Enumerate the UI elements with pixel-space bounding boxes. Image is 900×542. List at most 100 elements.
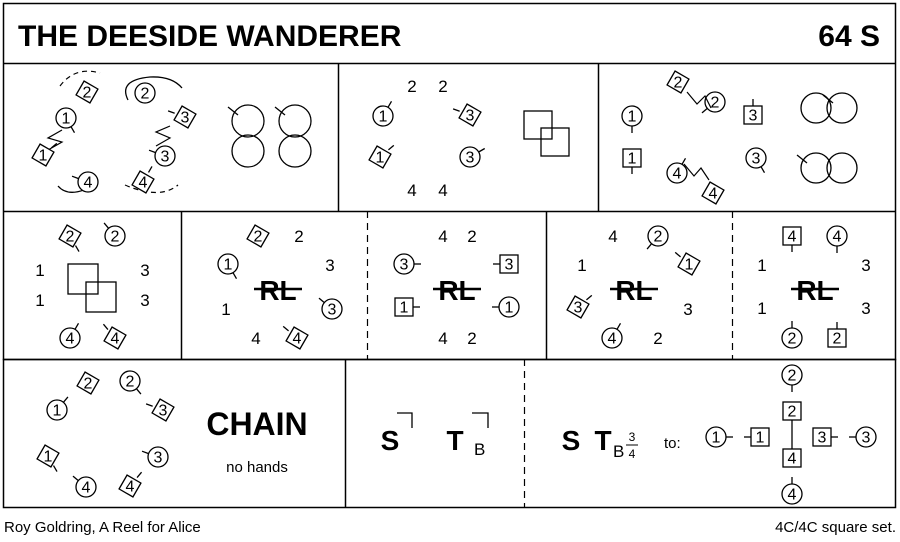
woman-dancer-circle <box>321 298 343 320</box>
dancer-number: 2 <box>674 75 683 92</box>
dancer-number: 2 <box>126 374 135 391</box>
turn-label: T <box>446 425 463 456</box>
dancer-number: 3 <box>683 300 692 319</box>
dancer-number: 2 <box>788 368 797 385</box>
facing-tick <box>282 325 289 332</box>
track-tick <box>274 106 286 116</box>
man-dancer-square-turned <box>151 398 175 422</box>
dancer-number: 1 <box>35 261 44 280</box>
dancer-number: 4 <box>438 227 447 246</box>
track-tick <box>227 106 239 116</box>
dancer-number: 3 <box>328 302 337 319</box>
track-loop <box>826 152 858 184</box>
facing-tick <box>167 110 175 114</box>
man-dancer-square-turned <box>58 224 82 248</box>
panel-reel-bars-1-8 <box>46 70 183 194</box>
dancer-number: 3 <box>154 450 163 467</box>
man-dancer-square-turned <box>368 145 392 169</box>
woman-dancer-circle <box>104 225 126 247</box>
dancer-number: 4 <box>438 329 447 348</box>
man-dancer-square-turned <box>131 170 155 194</box>
facing-tick <box>318 297 325 304</box>
dancer-number: 1 <box>224 257 233 274</box>
track-loop <box>231 104 265 138</box>
dancer-number: 3 <box>466 150 475 167</box>
dancer-number: 3 <box>505 257 514 274</box>
track-square <box>85 281 117 313</box>
zigzag-track <box>46 129 64 151</box>
man-dancer-square-turned <box>458 103 482 127</box>
dancer-number: 1 <box>35 291 44 310</box>
woman-dancer-circle <box>666 162 688 184</box>
dancer-number: 4 <box>833 229 842 246</box>
dancer-number: 2 <box>788 404 797 421</box>
zigzag-track <box>686 91 712 109</box>
facing-tick <box>387 100 393 108</box>
man-dancer-square-turned <box>677 252 701 276</box>
facing-tick <box>148 149 156 154</box>
facing-tick <box>74 245 80 252</box>
track-loop <box>278 134 312 168</box>
facing-tick <box>136 471 143 478</box>
dancer-number: 2 <box>711 95 720 112</box>
woman-dancer-circle <box>147 446 169 468</box>
dancer-number: 3 <box>400 257 409 274</box>
facing-tick <box>102 323 109 330</box>
dancer-number: 1 <box>712 430 721 447</box>
both-hands-label: B <box>474 440 485 459</box>
dancer-number: 2 <box>66 229 75 246</box>
dancer-number: 1 <box>44 449 53 466</box>
track-loop <box>231 134 265 168</box>
dancer-number: 2 <box>788 331 797 348</box>
rl-label: RL <box>615 275 652 306</box>
dancer-number: 4 <box>66 331 75 348</box>
track-square <box>540 127 570 157</box>
facing-tick <box>616 322 622 330</box>
dancer-number: 3 <box>749 108 758 125</box>
man-dancer-square-turned <box>701 181 725 205</box>
dancer-number: 2 <box>84 376 93 393</box>
dancer-number: 1 <box>685 257 694 274</box>
woman-dancer-circle <box>217 253 239 275</box>
dancer-number: 3 <box>466 108 475 125</box>
facing-tick <box>141 450 149 455</box>
dancer-number: 4 <box>608 331 617 348</box>
track-loop <box>826 92 858 124</box>
chain-note: no hands <box>226 459 288 476</box>
man-dancer-square-turned <box>666 70 690 94</box>
dancer-number: 1 <box>379 109 388 126</box>
dancer-number: 3 <box>140 261 149 280</box>
dancer-number: 4 <box>673 166 682 183</box>
man-dancer-square-turned <box>285 326 309 350</box>
dancer-number: 2 <box>254 229 263 246</box>
corner-mark <box>472 412 489 428</box>
man-dancer-square-turned <box>173 105 197 129</box>
woman-dancer-circle <box>77 171 99 193</box>
dancer-number: 1 <box>221 300 230 319</box>
rl-label: RL <box>259 275 296 306</box>
footer-set-type: 4C/4C square set. <box>775 519 896 536</box>
chain-label: CHAIN <box>206 406 307 442</box>
zigzag-track <box>154 125 172 147</box>
facing-tick <box>147 166 153 173</box>
dancer-number: 4 <box>82 480 91 497</box>
woman-dancer-circle <box>59 327 81 349</box>
facing-tick <box>74 322 80 330</box>
zigzag-track <box>683 163 710 181</box>
facing-tick <box>135 388 142 395</box>
woman-dancer-circle <box>119 370 141 392</box>
dancer-number: 4 <box>438 181 447 200</box>
rl-label: RL <box>796 275 833 306</box>
facing-tick <box>681 157 687 165</box>
dancer-number: 2 <box>111 229 120 246</box>
dancer-number: 1 <box>577 256 586 275</box>
bottom-row-frame <box>2 358 897 509</box>
man-dancer-square-turned <box>566 295 590 319</box>
dancer-number: 4 <box>788 229 797 246</box>
corner-mark <box>397 412 413 428</box>
dancer-number: 1 <box>757 256 766 275</box>
woman-dancer-circle <box>601 327 623 349</box>
dancer-number: 3 <box>159 403 168 420</box>
